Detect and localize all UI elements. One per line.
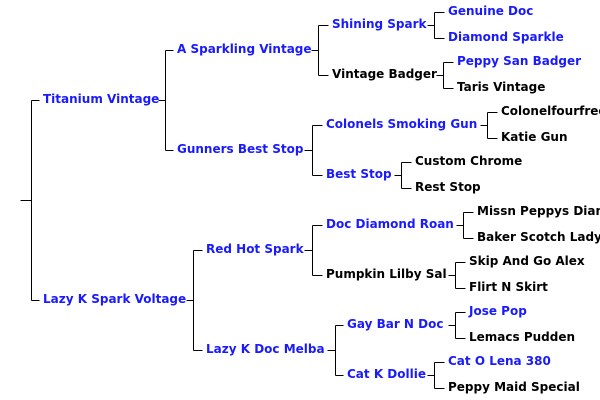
- node-dsds: Skip And Go Alex: [469, 254, 585, 268]
- node-dam-sire[interactable]: Red Hot Spark: [206, 242, 304, 256]
- node-dsss: Missn Peppys Diamond: [477, 204, 600, 218]
- node-sddd: Rest Stop: [415, 180, 481, 194]
- node-dam-sire-sire[interactable]: Doc Diamond Roan: [326, 217, 454, 231]
- node-dddd: Peppy Maid Special: [448, 380, 580, 394]
- node-sdds: Custom Chrome: [415, 154, 523, 168]
- node-dam-dam[interactable]: Lazy K Doc Melba: [206, 342, 325, 356]
- node-dam-dam-sire[interactable]: Gay Bar N Doc: [347, 317, 444, 331]
- node-dam-dam-dam[interactable]: Cat K Dollie: [347, 367, 426, 381]
- node-sire-sire-sire[interactable]: Shining Spark: [332, 17, 427, 31]
- node-ssdd: Taris Vintage: [457, 80, 546, 94]
- node-sire-dam-dam[interactable]: Best Stop: [326, 167, 392, 181]
- node-sdsd: Katie Gun: [501, 130, 568, 144]
- node-dssd: Baker Scotch Lady: [477, 230, 600, 244]
- node-ssds[interactable]: Peppy San Badger: [457, 54, 582, 68]
- node-ddsd: Lemacs Pudden: [469, 330, 576, 344]
- node-sire-sire-dam: Vintage Badger: [332, 67, 437, 81]
- node-ddds[interactable]: Cat O Lena 380: [448, 354, 551, 368]
- node-dam[interactable]: Lazy K Spark Voltage: [43, 292, 187, 306]
- node-sire[interactable]: Titanium Vintage: [43, 92, 160, 106]
- node-sdss: Colonelfourfreckle: [501, 104, 600, 118]
- node-sire-dam-sire[interactable]: Colonels Smoking Gun: [326, 117, 478, 131]
- node-sire-sire[interactable]: A Sparkling Vintage: [177, 42, 312, 56]
- node-dam-sire-dam: Pumpkin Lilby Sal: [326, 267, 447, 281]
- node-dsdd: Flirt N Skirt: [469, 280, 548, 294]
- node-sire-dam[interactable]: Gunners Best Stop: [177, 142, 304, 156]
- node-sssd[interactable]: Diamond Sparkle: [448, 30, 564, 44]
- node-ssss[interactable]: Genuine Doc: [448, 4, 534, 18]
- node-ddss[interactable]: Jose Pop: [469, 304, 527, 318]
